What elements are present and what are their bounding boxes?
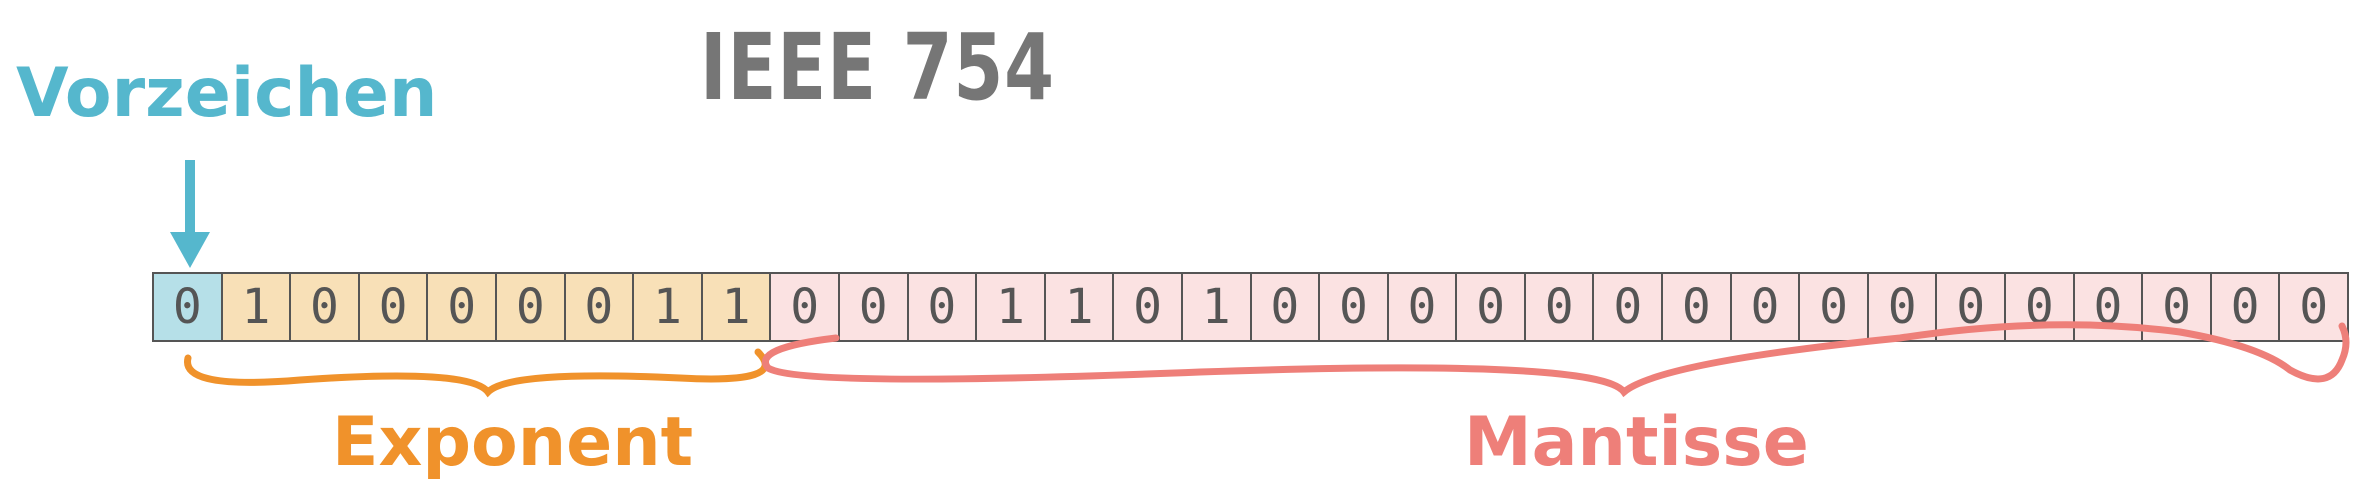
mantissa-bit: 0	[2280, 274, 2349, 340]
mantissa-bit: 0	[1388, 274, 1458, 340]
exponent-bit: 0	[359, 274, 429, 340]
mantissa-bit: 0	[2006, 274, 2075, 340]
mantissa-bit: 0	[1937, 274, 2007, 340]
sign-bit: 0	[154, 274, 223, 340]
mantissa-bit: 0	[1594, 274, 1664, 340]
mantissa-bit: 0	[2143, 274, 2212, 340]
sign-label: Vorzeichen	[16, 54, 438, 133]
mantissa-bit: 0	[1525, 274, 1595, 340]
exponent-brace	[184, 348, 769, 398]
mantissa-bit: 0	[1868, 274, 1938, 340]
sign-arrow-icon	[170, 160, 210, 268]
exponent-bit: 0	[428, 274, 497, 340]
exponent-bit: 1	[702, 274, 772, 340]
mantissa-bit: 0	[1114, 274, 1183, 340]
exponent-label: Exponent	[332, 403, 694, 482]
exponent-bit: 1	[222, 274, 292, 340]
mantissa-bit: 0	[1800, 274, 1869, 340]
mantissa-label: Mantisse	[1464, 403, 1809, 482]
exponent-bit: 1	[634, 274, 703, 340]
mantissa-bit: 0	[2211, 274, 2281, 340]
mantissa-bit: 1	[977, 274, 1046, 340]
mantissa-bit: 0	[908, 274, 978, 340]
mantissa-bit: 0	[1251, 274, 1321, 340]
mantissa-bit: 0	[771, 274, 840, 340]
mantissa-bit: 0	[1457, 274, 1526, 340]
mantissa-bit: 1	[1045, 274, 1115, 340]
mantissa-bit: 1	[1182, 274, 1252, 340]
mantissa-bit: 0	[1663, 274, 1732, 340]
exponent-bit: 0	[291, 274, 360, 340]
mantissa-bit: 0	[1320, 274, 1389, 340]
exponent-bit: 0	[565, 274, 635, 340]
mantissa-bit: 0	[2074, 274, 2144, 340]
mantissa-bit: 0	[839, 274, 909, 340]
exponent-bit: 0	[496, 274, 566, 340]
diagram-title: IEEE 754	[700, 14, 1055, 121]
mantissa-bit: 0	[1731, 274, 1801, 340]
